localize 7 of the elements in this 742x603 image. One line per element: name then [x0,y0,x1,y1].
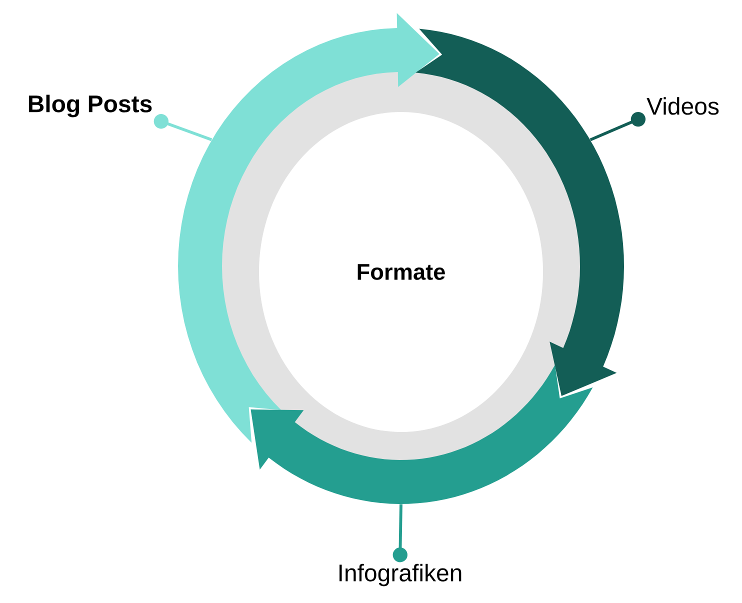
label: Blog Posts [28,94,152,118]
leader-line [154,114,212,142]
leader-line [590,112,646,142]
label: Infografiken [340,564,462,586]
label: Videos [646,97,719,115]
ring-segment [250,364,593,504]
leader-line [392,504,408,562]
